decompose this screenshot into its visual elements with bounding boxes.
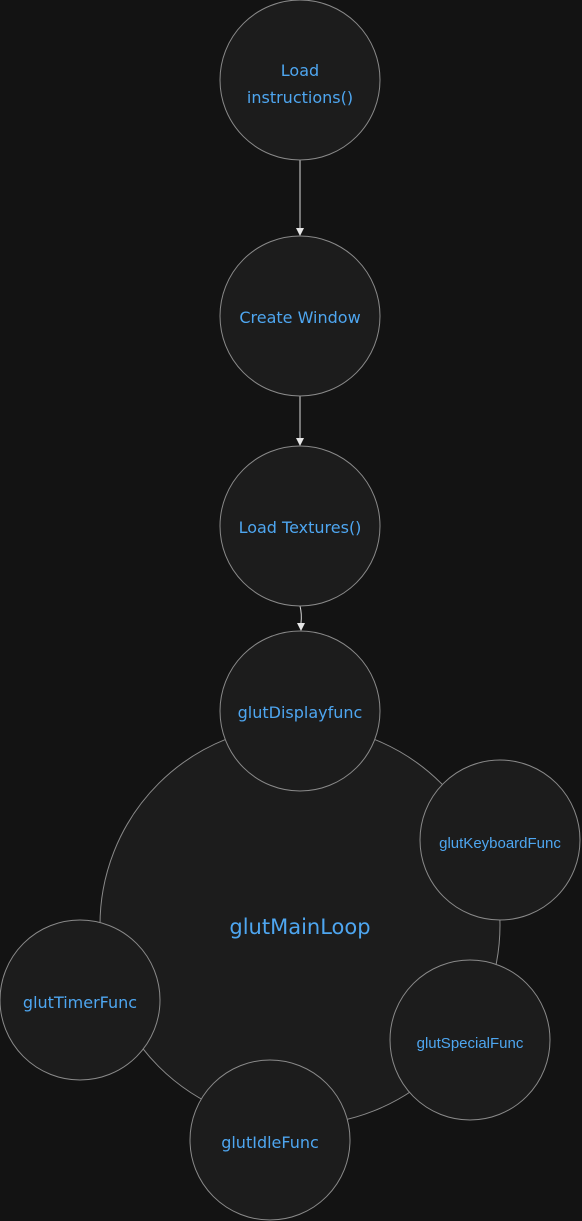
edge-load-instructions-to-create-window (296, 160, 304, 236)
node-circle (419, 759, 581, 921)
node-circle (219, 445, 381, 607)
arrowhead (296, 438, 304, 446)
node-label: glutKeyboardFunc (439, 835, 561, 852)
arrowhead (296, 228, 304, 236)
node-label: Load Textures() (239, 518, 362, 537)
edge-create-window-to-load-textures (296, 396, 304, 446)
node-circle (189, 1059, 351, 1221)
node-label: glutTimerFunc (23, 993, 137, 1012)
arrowhead (297, 623, 305, 631)
node-label: glutDisplayfunc (238, 703, 363, 722)
node-glut-timerfunc[interactable]: glutTimerFunc (0, 919, 161, 1081)
node-label: glutSpecialFunc (417, 1035, 524, 1052)
edges (296, 160, 305, 631)
node-glut-keyboardfunc[interactable]: glutKeyboardFunc (419, 759, 581, 921)
main-loop-label: glutMainLoop (229, 915, 370, 939)
node-label: glutIdleFunc (221, 1133, 319, 1152)
node-circle (219, 0, 381, 161)
node-label-line-1: Load (281, 61, 319, 80)
node-glut-specialfunc[interactable]: glutSpecialFunc (389, 959, 551, 1121)
node-circle (219, 630, 381, 792)
node-label: Create Window (239, 308, 360, 327)
node-circle (389, 959, 551, 1121)
node-circle (0, 919, 161, 1081)
node-load-textures[interactable]: Load Textures() (219, 445, 381, 607)
node-glut-displayfunc[interactable]: glutDisplayfunc (219, 630, 381, 792)
node-load-instructions[interactable]: Load instructions() (219, 0, 381, 161)
edge-load-textures-to-glut-displayfunc (297, 605, 305, 631)
node-label-line-2: instructions() (247, 88, 353, 107)
node-create-window[interactable]: Create Window (219, 235, 381, 397)
node-glut-idlefunc[interactable]: glutIdleFunc (189, 1059, 351, 1221)
node-circle (219, 235, 381, 397)
